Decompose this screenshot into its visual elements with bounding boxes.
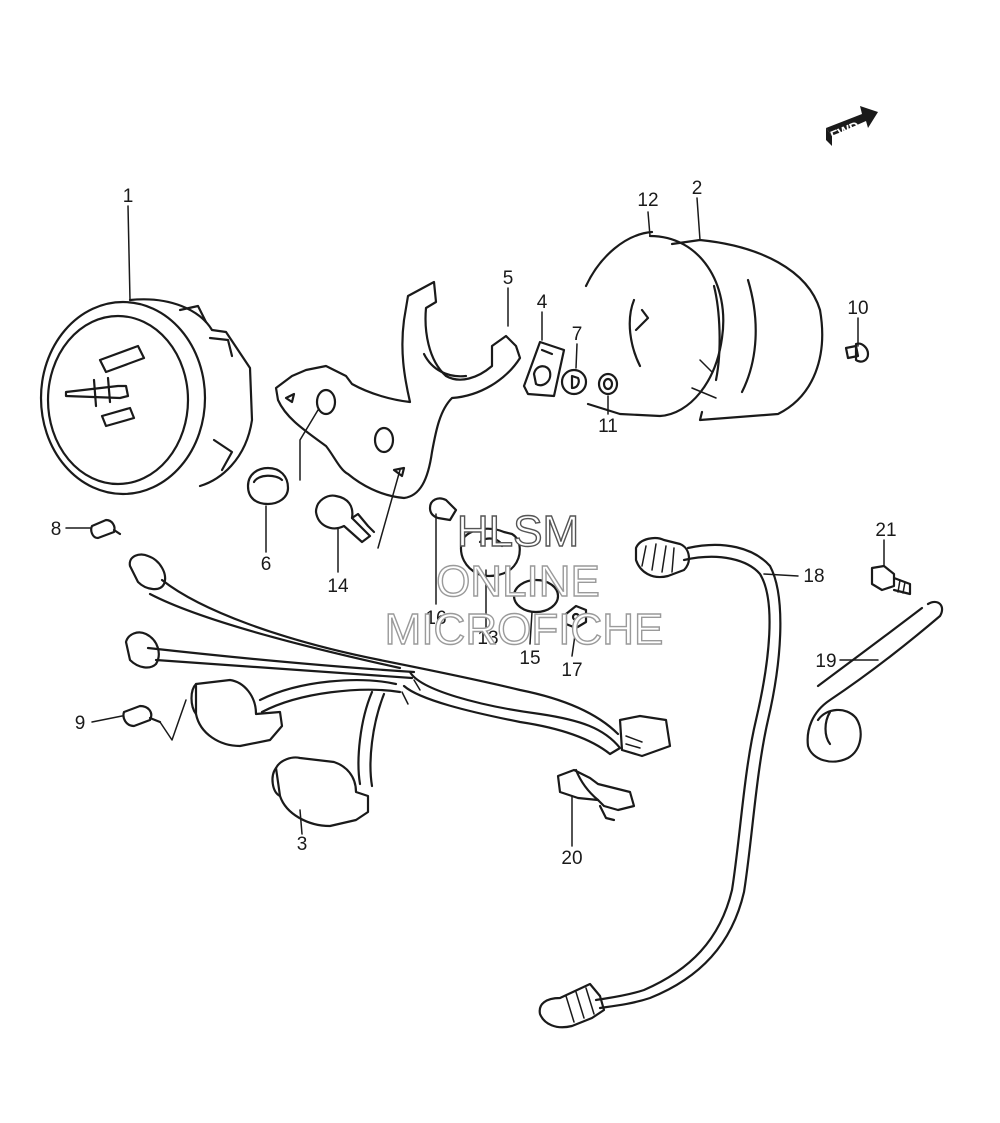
grommet-6 xyxy=(246,466,290,506)
part-label-15: 15 xyxy=(519,648,540,669)
bulb-16 xyxy=(428,497,458,522)
part-label-11: 11 xyxy=(598,416,618,437)
bolt-14 xyxy=(314,494,376,544)
speedometer-gauge xyxy=(39,298,254,496)
watermark-line3: MICROFICHE xyxy=(385,605,664,654)
meter-case xyxy=(584,230,824,422)
part-label-4: 4 xyxy=(537,292,548,313)
part-label-10: 10 xyxy=(847,298,868,319)
part-label-5: 5 xyxy=(503,268,514,289)
part-label-14: 14 xyxy=(327,576,349,597)
clip-20 xyxy=(556,768,636,822)
watermark: HLSM ONLINE MICROFICHE xyxy=(384,506,664,654)
part-label-3: 3 xyxy=(297,834,308,855)
part-label-12: 12 xyxy=(637,190,658,211)
part-labels: 1 2 3 4 5 6 7 8 9 10 11 12 13 14 15 16 1… xyxy=(51,178,897,869)
fwd-arrow-icon: FWD xyxy=(826,106,878,146)
wiring-harness xyxy=(124,553,672,828)
nut-17 xyxy=(564,604,588,630)
bulb-8 xyxy=(90,518,122,540)
washer-15 xyxy=(512,578,560,614)
part-label-18: 18 xyxy=(803,566,824,587)
bulb-9 xyxy=(122,704,162,728)
fwd-label: FWD xyxy=(828,118,861,143)
part-label-13: 13 xyxy=(477,628,498,649)
socket-13 xyxy=(459,527,521,577)
part-label-1: 1 xyxy=(123,186,134,207)
part-label-6: 6 xyxy=(261,554,272,575)
part-label-21: 21 xyxy=(875,520,896,541)
part-label-8: 8 xyxy=(51,519,62,540)
part-label-2: 2 xyxy=(692,178,703,199)
speedometer-cable xyxy=(538,537,782,1029)
part-label-9: 9 xyxy=(75,713,86,734)
meter-bracket xyxy=(274,280,522,500)
leader-lines xyxy=(65,197,885,847)
bolt-21 xyxy=(870,564,912,596)
spring-clamp-19 xyxy=(806,600,944,763)
watermark-line1: HLSM xyxy=(457,507,579,556)
part-label-7: 7 xyxy=(572,324,583,345)
part-label-19: 19 xyxy=(815,651,836,672)
watermark-line2: ONLINE xyxy=(436,557,600,606)
nut-11 xyxy=(597,372,619,396)
part-label-20: 20 xyxy=(561,848,582,869)
part-label-17: 17 xyxy=(561,660,582,681)
screw-10 xyxy=(844,342,870,363)
washer-7 xyxy=(560,368,588,396)
part-label-16: 16 xyxy=(425,608,446,629)
bulb-socket-4 xyxy=(522,340,566,398)
